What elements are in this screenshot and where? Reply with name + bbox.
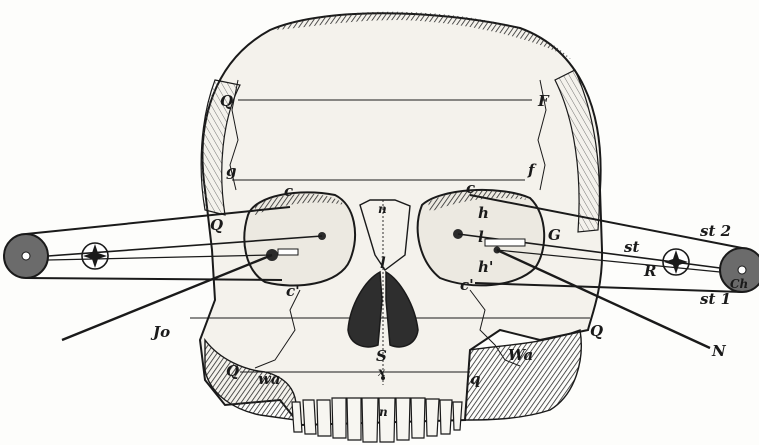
tooth [426, 399, 439, 436]
label-x: x [377, 365, 386, 379]
label-l-right: l [478, 228, 484, 246]
label-Jo: Jo [150, 323, 170, 341]
label-c-right: c [466, 179, 475, 197]
label-c-prime-left: c' [286, 282, 300, 300]
label-F: F [537, 92, 550, 110]
label-c-prime-right: c' [460, 276, 474, 294]
tooth [453, 402, 462, 430]
label-Wa: Wa [508, 346, 533, 364]
label-h-prime: h' [478, 258, 494, 276]
left-rod-bracket [278, 249, 298, 255]
label-Q-mid-left: Q [210, 216, 223, 234]
label-wa: wa [258, 370, 281, 388]
tooth [332, 398, 346, 438]
label-S: S [376, 347, 387, 365]
tooth [317, 400, 331, 436]
label-c-left: c [284, 182, 293, 200]
label-h: h [478, 204, 489, 222]
left-pulley-hub [22, 252, 30, 260]
label-q: q [470, 370, 481, 388]
tooth [440, 400, 452, 434]
tooth [292, 402, 302, 432]
label-Q-lower-left: Q [226, 362, 239, 380]
label-st: st [624, 238, 639, 256]
left-star-gear-icon [82, 243, 108, 269]
label-st1: st 1 [700, 290, 731, 308]
tooth [411, 398, 425, 438]
label-Q-upper-left: Q [220, 92, 233, 110]
tooth [396, 398, 410, 440]
tooth [303, 400, 316, 434]
label-n-top: n [378, 202, 387, 216]
right-maxilla-shading [465, 330, 581, 420]
label-st2: st 2 [700, 222, 731, 240]
upper-teeth-row [292, 398, 462, 442]
label-l-center: l [380, 254, 386, 272]
label-N: N [711, 342, 727, 360]
right-rod-bracket [485, 239, 525, 246]
label-n-bottom: n [379, 405, 388, 419]
label-Q-right: Q [590, 322, 603, 340]
label-R: R [643, 262, 656, 280]
tooth [362, 398, 378, 442]
tooth [347, 398, 361, 440]
label-g: g [226, 162, 237, 180]
label-Ch: Ch [730, 277, 748, 291]
label-G: G [548, 226, 561, 244]
right-pulley-hub [738, 266, 746, 274]
